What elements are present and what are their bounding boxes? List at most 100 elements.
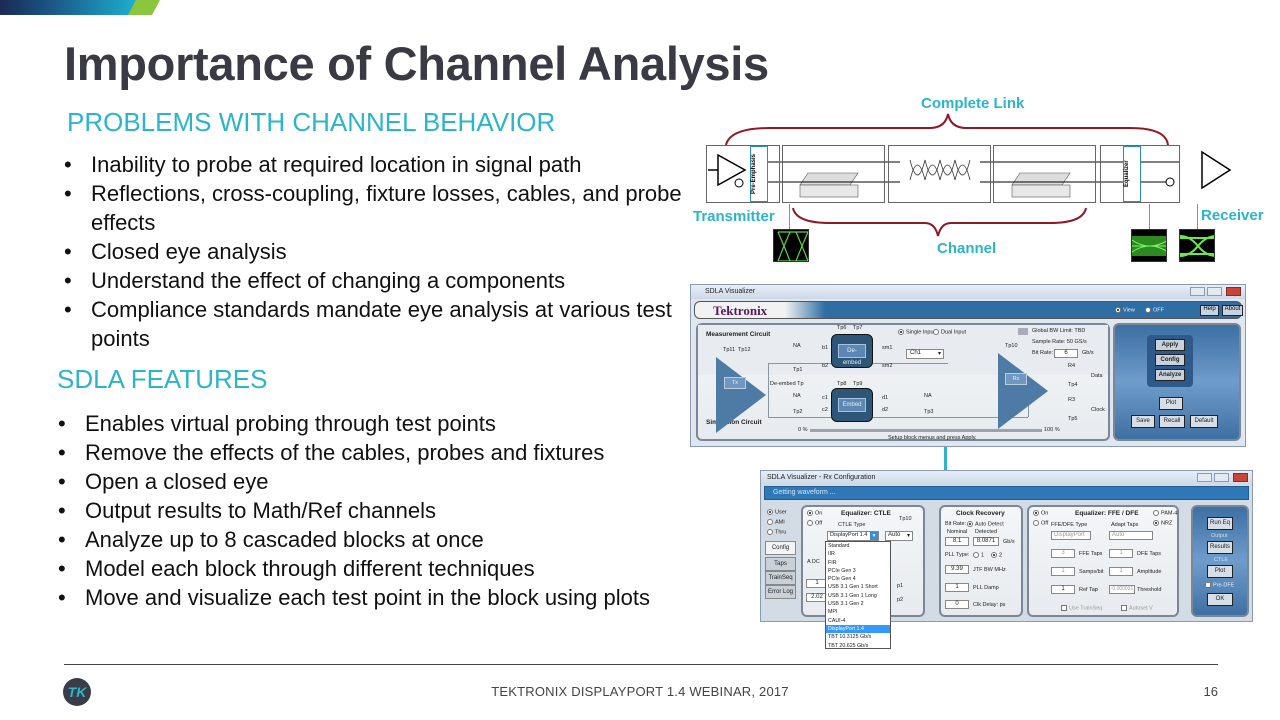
- default-button[interactable]: Default: [1190, 415, 1218, 428]
- tp4-label: Tp4: [1068, 382, 1078, 388]
- view-radio[interactable]: [1115, 307, 1121, 313]
- nrz-radio[interactable]: [1153, 520, 1159, 526]
- ffe-off-radio[interactable]: [1033, 520, 1039, 526]
- ffe-taps-input[interactable]: 3: [1051, 549, 1075, 558]
- single-input-radio[interactable]: [898, 329, 904, 335]
- plot-button[interactable]: Plot: [1207, 565, 1233, 578]
- pll-type-label: PLL Type:: [945, 552, 970, 558]
- tab-config[interactable]: Config: [765, 541, 796, 555]
- ok-button[interactable]: OK: [1207, 593, 1233, 606]
- minimize-button[interactable]: [1197, 473, 1212, 482]
- dropdown-option[interactable]: TBT 20.625 Gb/s: [828, 642, 869, 649]
- fixture-block-1: [782, 145, 885, 203]
- dropdown-option[interactable]: PCIe Gen 4: [828, 576, 856, 583]
- dropdown-option[interactable]: CAUI-4: [828, 617, 846, 624]
- save-button[interactable]: Save: [1131, 415, 1155, 428]
- ffe-type-select[interactable]: DisplayPort: [1051, 531, 1091, 540]
- run-eq-button[interactable]: Run Eq: [1207, 517, 1233, 530]
- p1-label: p1: [897, 583, 904, 589]
- maximize-button[interactable]: [1207, 287, 1222, 296]
- channel-select[interactable]: Ch1▾: [906, 349, 944, 359]
- tx-block[interactable]: [716, 357, 766, 433]
- ctle-on-radio[interactable]: [807, 510, 813, 516]
- threshold-input[interactable]: -0.000031: [1109, 585, 1135, 594]
- chevron-down-icon: ▾: [870, 532, 878, 540]
- help-button[interactable]: Help: [1200, 305, 1219, 316]
- clk-delay-input[interactable]: 0: [945, 600, 969, 609]
- dual-input-label: Dual Input: [941, 329, 967, 336]
- results-button[interactable]: Results: [1207, 541, 1233, 554]
- dropdown-option[interactable]: TBT 10.3125 Gb/s: [828, 634, 872, 641]
- cable-block: [888, 145, 991, 203]
- samps-input[interactable]: 1: [1051, 567, 1075, 576]
- ctle-type-select[interactable]: DisplayPort 1.4▾: [827, 531, 879, 541]
- ctle-type-value: DisplayPort 1.4: [830, 532, 868, 538]
- dropdown-option[interactable]: FIR: [828, 559, 837, 566]
- na-label: NA: [793, 343, 801, 349]
- dropdown-option[interactable]: USB 3.1 Gen 1 Short: [828, 584, 878, 591]
- pll-damp-label: PLL Damp: [973, 585, 999, 591]
- embed-label: Embed: [838, 398, 866, 412]
- maximize-button[interactable]: [1214, 473, 1229, 482]
- dropdown-option[interactable]: USB 3.1 Gen 1 Long: [828, 592, 877, 599]
- tab-taps[interactable]: Taps: [765, 557, 796, 571]
- bit-rate-input[interactable]: 6: [1054, 349, 1078, 358]
- recall-button[interactable]: Recall: [1159, 415, 1185, 428]
- ctle-off-radio[interactable]: [807, 520, 813, 526]
- list-item: Analyze up to 8 cascaded blocks at once: [56, 525, 726, 554]
- dropdown-option[interactable]: Standard: [828, 543, 850, 549]
- tp12-label: Tp12: [738, 347, 751, 353]
- adapt-taps-select[interactable]: Auto: [1109, 531, 1153, 540]
- dropdown-option[interactable]: PCIe Gen 3: [828, 567, 856, 574]
- minimize-button[interactable]: [1190, 287, 1205, 296]
- ffe-on-radio[interactable]: [1033, 510, 1039, 516]
- ctle-type-label: CTLE Type: [838, 522, 866, 528]
- ctle-auto-select[interactable]: Auto▾: [885, 531, 913, 541]
- de-embed-block[interactable]: De-embed: [831, 334, 873, 368]
- off-label: OFF: [1153, 307, 1164, 314]
- na-label: NA: [924, 393, 932, 399]
- dropdown-option[interactable]: DisplayPort 1.4: [826, 624, 890, 634]
- dropdown-option[interactable]: IIR: [828, 551, 835, 558]
- about-button[interactable]: About: [1222, 305, 1243, 316]
- off-radio[interactable]: [1145, 307, 1151, 313]
- ami-radio[interactable]: [767, 519, 773, 525]
- tab-error-log[interactable]: Error Log: [765, 585, 796, 599]
- embed-block[interactable]: Embed: [831, 388, 873, 422]
- rx-label: Rx: [1005, 373, 1027, 385]
- pre-dfe-checkbox[interactable]: [1205, 582, 1211, 588]
- close-button[interactable]: [1233, 473, 1248, 482]
- pll-2-radio[interactable]: [991, 552, 997, 558]
- dropdown-option[interactable]: USB 3.1 Gen 2: [828, 601, 864, 608]
- dual-input-radio[interactable]: [933, 329, 939, 335]
- use-trainseq-checkbox[interactable]: [1061, 605, 1067, 611]
- de-embed-tp-label: De-embed Tp: [770, 381, 804, 387]
- eye-diagram-closed: [1131, 229, 1167, 262]
- thru-radio[interactable]: [767, 529, 773, 535]
- pam4-label: PAM-4: [1161, 510, 1178, 517]
- jtf-bw-input[interactable]: 9.39: [945, 565, 969, 574]
- progress-bar: [810, 429, 1042, 432]
- analyze-button[interactable]: Analyze: [1155, 369, 1185, 381]
- close-button[interactable]: [1226, 287, 1241, 296]
- dropdown-option[interactable]: MPI: [828, 609, 838, 616]
- ref-tap-input[interactable]: 1: [1051, 585, 1075, 594]
- pll-1-radio[interactable]: [973, 552, 979, 558]
- amplitude-input[interactable]: 1: [1109, 567, 1133, 576]
- apply-button[interactable]: Apply: [1155, 339, 1185, 351]
- pam4-radio[interactable]: [1153, 510, 1159, 516]
- autoset-checkbox[interactable]: [1121, 605, 1127, 611]
- nominal-input[interactable]: 8.1: [945, 537, 969, 546]
- dfe-taps-input[interactable]: 1: [1109, 549, 1133, 558]
- tab-trainseq[interactable]: TrainSeq: [765, 571, 796, 585]
- plot-button[interactable]: Plot: [1159, 397, 1183, 410]
- clock-recovery-title: Clock Recovery: [956, 510, 1005, 517]
- rx-block[interactable]: [998, 353, 1048, 429]
- user-label: User: [775, 509, 787, 516]
- config-button[interactable]: Config: [1155, 354, 1185, 366]
- pll-damp-input[interactable]: 1: [945, 583, 969, 592]
- list-item: Closed eye analysis: [62, 237, 687, 266]
- auto-detect-radio[interactable]: [967, 521, 973, 527]
- user-radio[interactable]: [767, 509, 773, 515]
